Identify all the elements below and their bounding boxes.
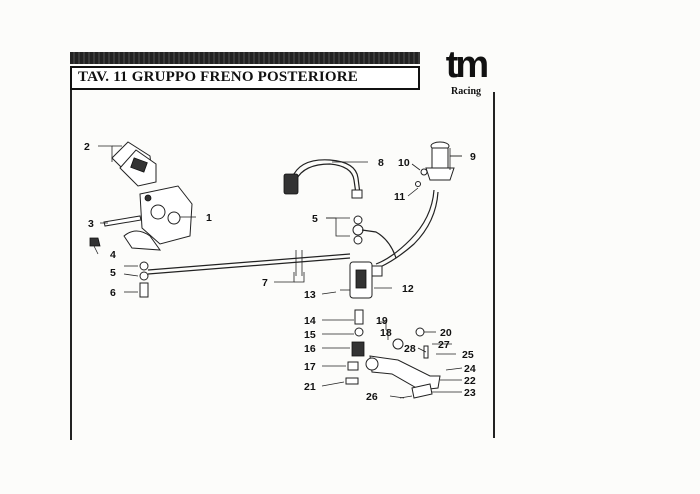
callout-7: 7 <box>262 277 268 289</box>
callout-6: 6 <box>110 287 116 299</box>
callout-23: 23 <box>464 387 476 399</box>
brake-pedal <box>365 327 441 399</box>
callout-14: 14 <box>304 315 316 327</box>
callout-8: 8 <box>378 157 384 169</box>
callout-1: 1 <box>206 212 212 224</box>
callout-15: 15 <box>304 329 316 341</box>
brake-caliper <box>123 185 193 251</box>
callout-leader-lines <box>93 145 463 399</box>
right-border-rule <box>493 92 495 438</box>
brand-logo: tm Racing <box>434 44 498 100</box>
brake-pads <box>111 141 157 187</box>
page-title: TAV. 11 GRUPPO FRENO POSTERIORE <box>78 69 358 85</box>
callout-19: 19 <box>376 315 388 327</box>
upper-brake-hose <box>283 159 363 199</box>
callout-18: 18 <box>380 327 392 339</box>
callout-20: 20 <box>440 327 452 339</box>
callout-10: 10 <box>398 157 410 169</box>
header-bar <box>70 52 420 64</box>
push-rod-assembly <box>345 309 365 385</box>
callout-11: 11 <box>394 191 405 203</box>
callout-5-caliper: 5 <box>110 267 116 279</box>
brand-logo-subtext: Racing <box>451 86 481 97</box>
callout-17: 17 <box>304 361 316 373</box>
callout-27: 27 <box>438 339 450 351</box>
callout-16: 16 <box>304 343 316 355</box>
callout-13: 13 <box>304 289 316 301</box>
callout-25: 25 <box>462 349 474 361</box>
banjo-fitting <box>352 215 397 259</box>
callout-24: 24 <box>464 363 476 375</box>
callout-3: 3 <box>88 218 94 230</box>
reservoir-fittings <box>415 168 428 187</box>
brand-logo-text: tm <box>445 44 489 86</box>
callout-2: 2 <box>84 141 90 153</box>
callout-5-banjo: 5 <box>312 213 318 225</box>
reservoir-hose <box>375 189 439 269</box>
callout-21: 21 <box>304 381 316 393</box>
master-cylinder <box>340 261 383 299</box>
caliper-bolts <box>89 215 149 298</box>
title-box: TAV. 11 GRUPPO FRENO POSTERIORE <box>70 66 420 90</box>
callout-22: 22 <box>464 375 476 387</box>
callout-9: 9 <box>470 151 476 163</box>
left-border-rule <box>70 90 72 440</box>
callout-28: 28 <box>404 343 416 355</box>
callout-26: 26 <box>366 391 378 403</box>
callout-12: 12 <box>402 283 414 295</box>
callout-4: 4 <box>110 249 116 261</box>
lower-brake-hose <box>147 250 351 276</box>
brake-fluid-reservoir <box>425 141 455 181</box>
